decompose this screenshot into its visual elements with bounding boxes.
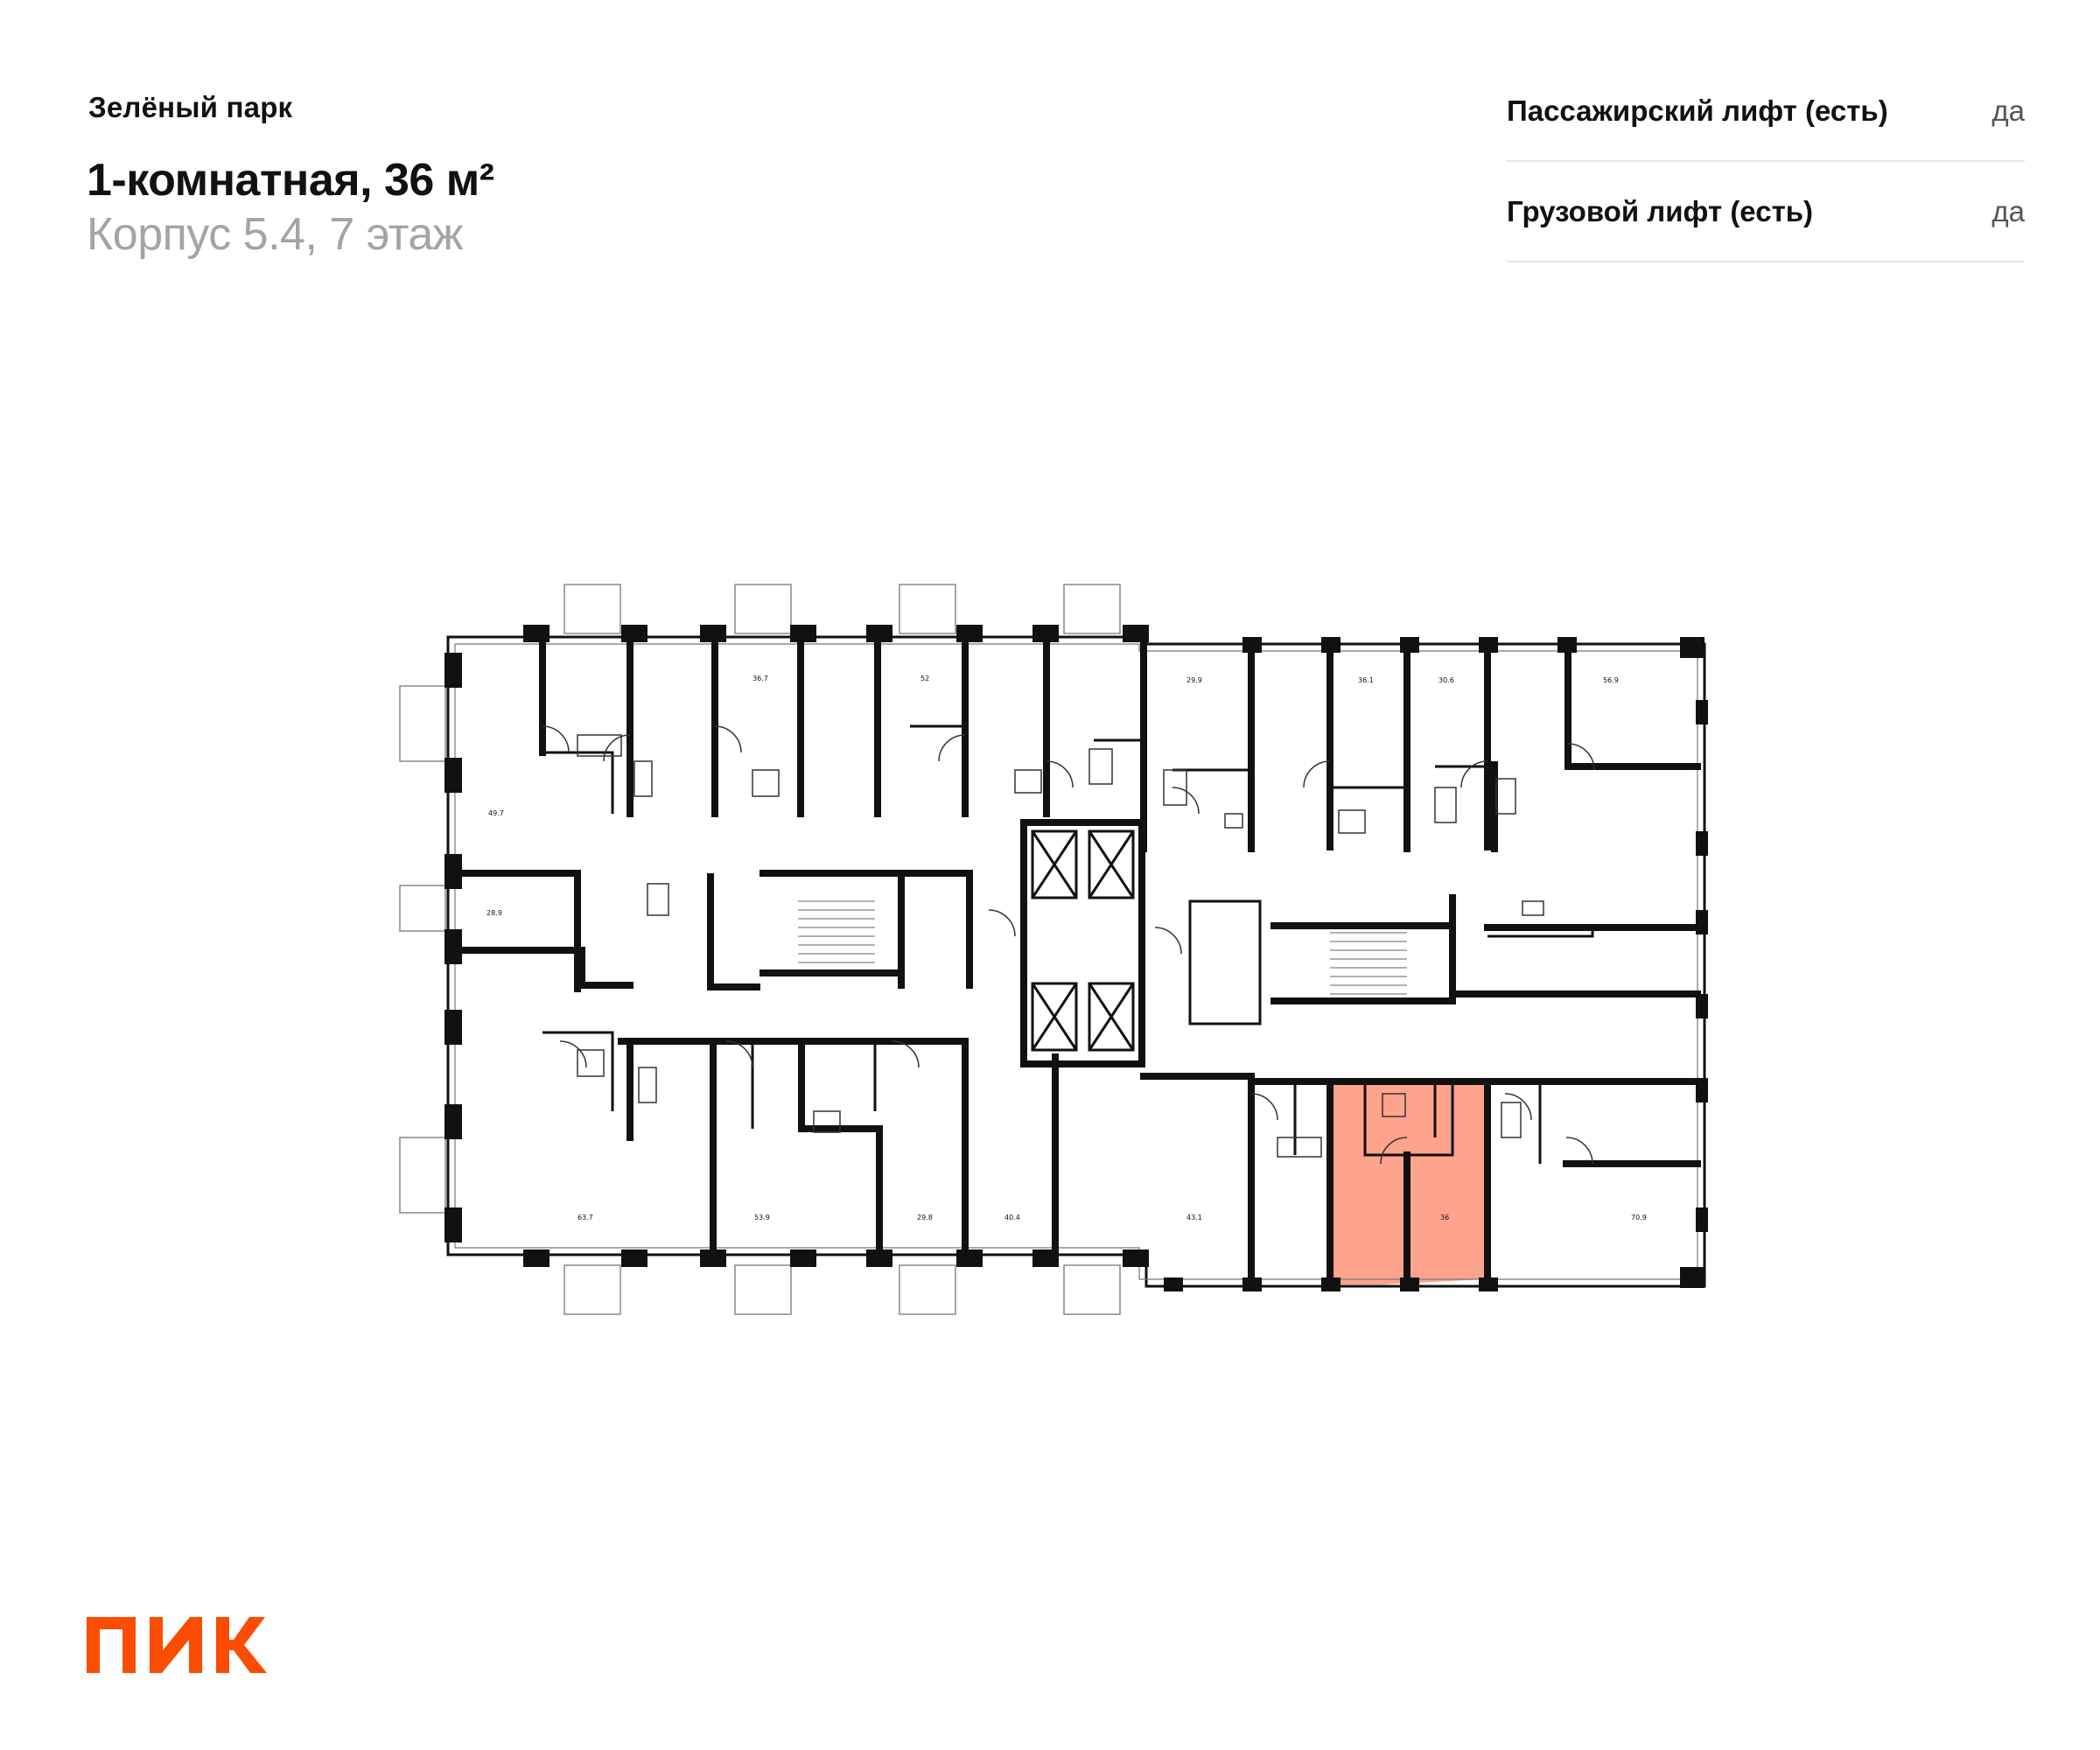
features-list: Пассажирский лифт (есть) да Грузовой лиф… [1507,61,2025,262]
area-label: 63.7 [578,1214,593,1222]
apartment-title: 1-комнатная, 36 м² [87,155,494,206]
area-label: 36.1 [1358,676,1374,684]
area-label: 40.4 [1004,1214,1020,1222]
area-label: 36 [1440,1214,1449,1222]
outer-walls [446,635,1706,1288]
feature-value: да [1992,194,2025,228]
apartment-subtitle: Корпус 5.4, 7 этаж [87,209,464,260]
area-label: 29.8 [917,1214,933,1222]
area-label: 43.1 [1186,1214,1202,1222]
feature-value: да [1992,94,2025,127]
area-label: 28.9 [486,909,502,917]
feature-row-passenger-lift: Пассажирский лифт (есть) да [1507,61,2025,162]
area-labels: 36.7 52 29.9 36.1 30.6 56.9 49.7 28.9 63… [486,675,1647,1222]
facade-piers [444,625,1708,1292]
complex-name: Зелёный парк [88,91,293,123]
area-label: 53.9 [754,1214,770,1222]
balconies [399,584,1121,1315]
feature-label: Пассажирский лифт (есть) [1507,94,1888,127]
door-swings [542,725,1595,1165]
area-label: 29.9 [1186,676,1202,684]
fixtures [577,734,1544,1158]
feature-label: Грузовой лифт (есть) [1507,194,1814,228]
area-label: 56.9 [1603,676,1619,684]
feature-row-freight-lift: Грузовой лифт (есть) да [1507,162,2025,262]
core [798,830,1407,1052]
area-label: 52 [920,675,929,682]
area-label: 30.6 [1438,676,1454,684]
area-label: 70.9 [1631,1214,1647,1222]
partition-walls [542,724,1594,1164]
area-label: 49.7 [488,809,504,817]
pik-logo [87,1617,267,1673]
area-label: 36.7 [752,675,768,682]
interior-walls [452,639,1701,1283]
